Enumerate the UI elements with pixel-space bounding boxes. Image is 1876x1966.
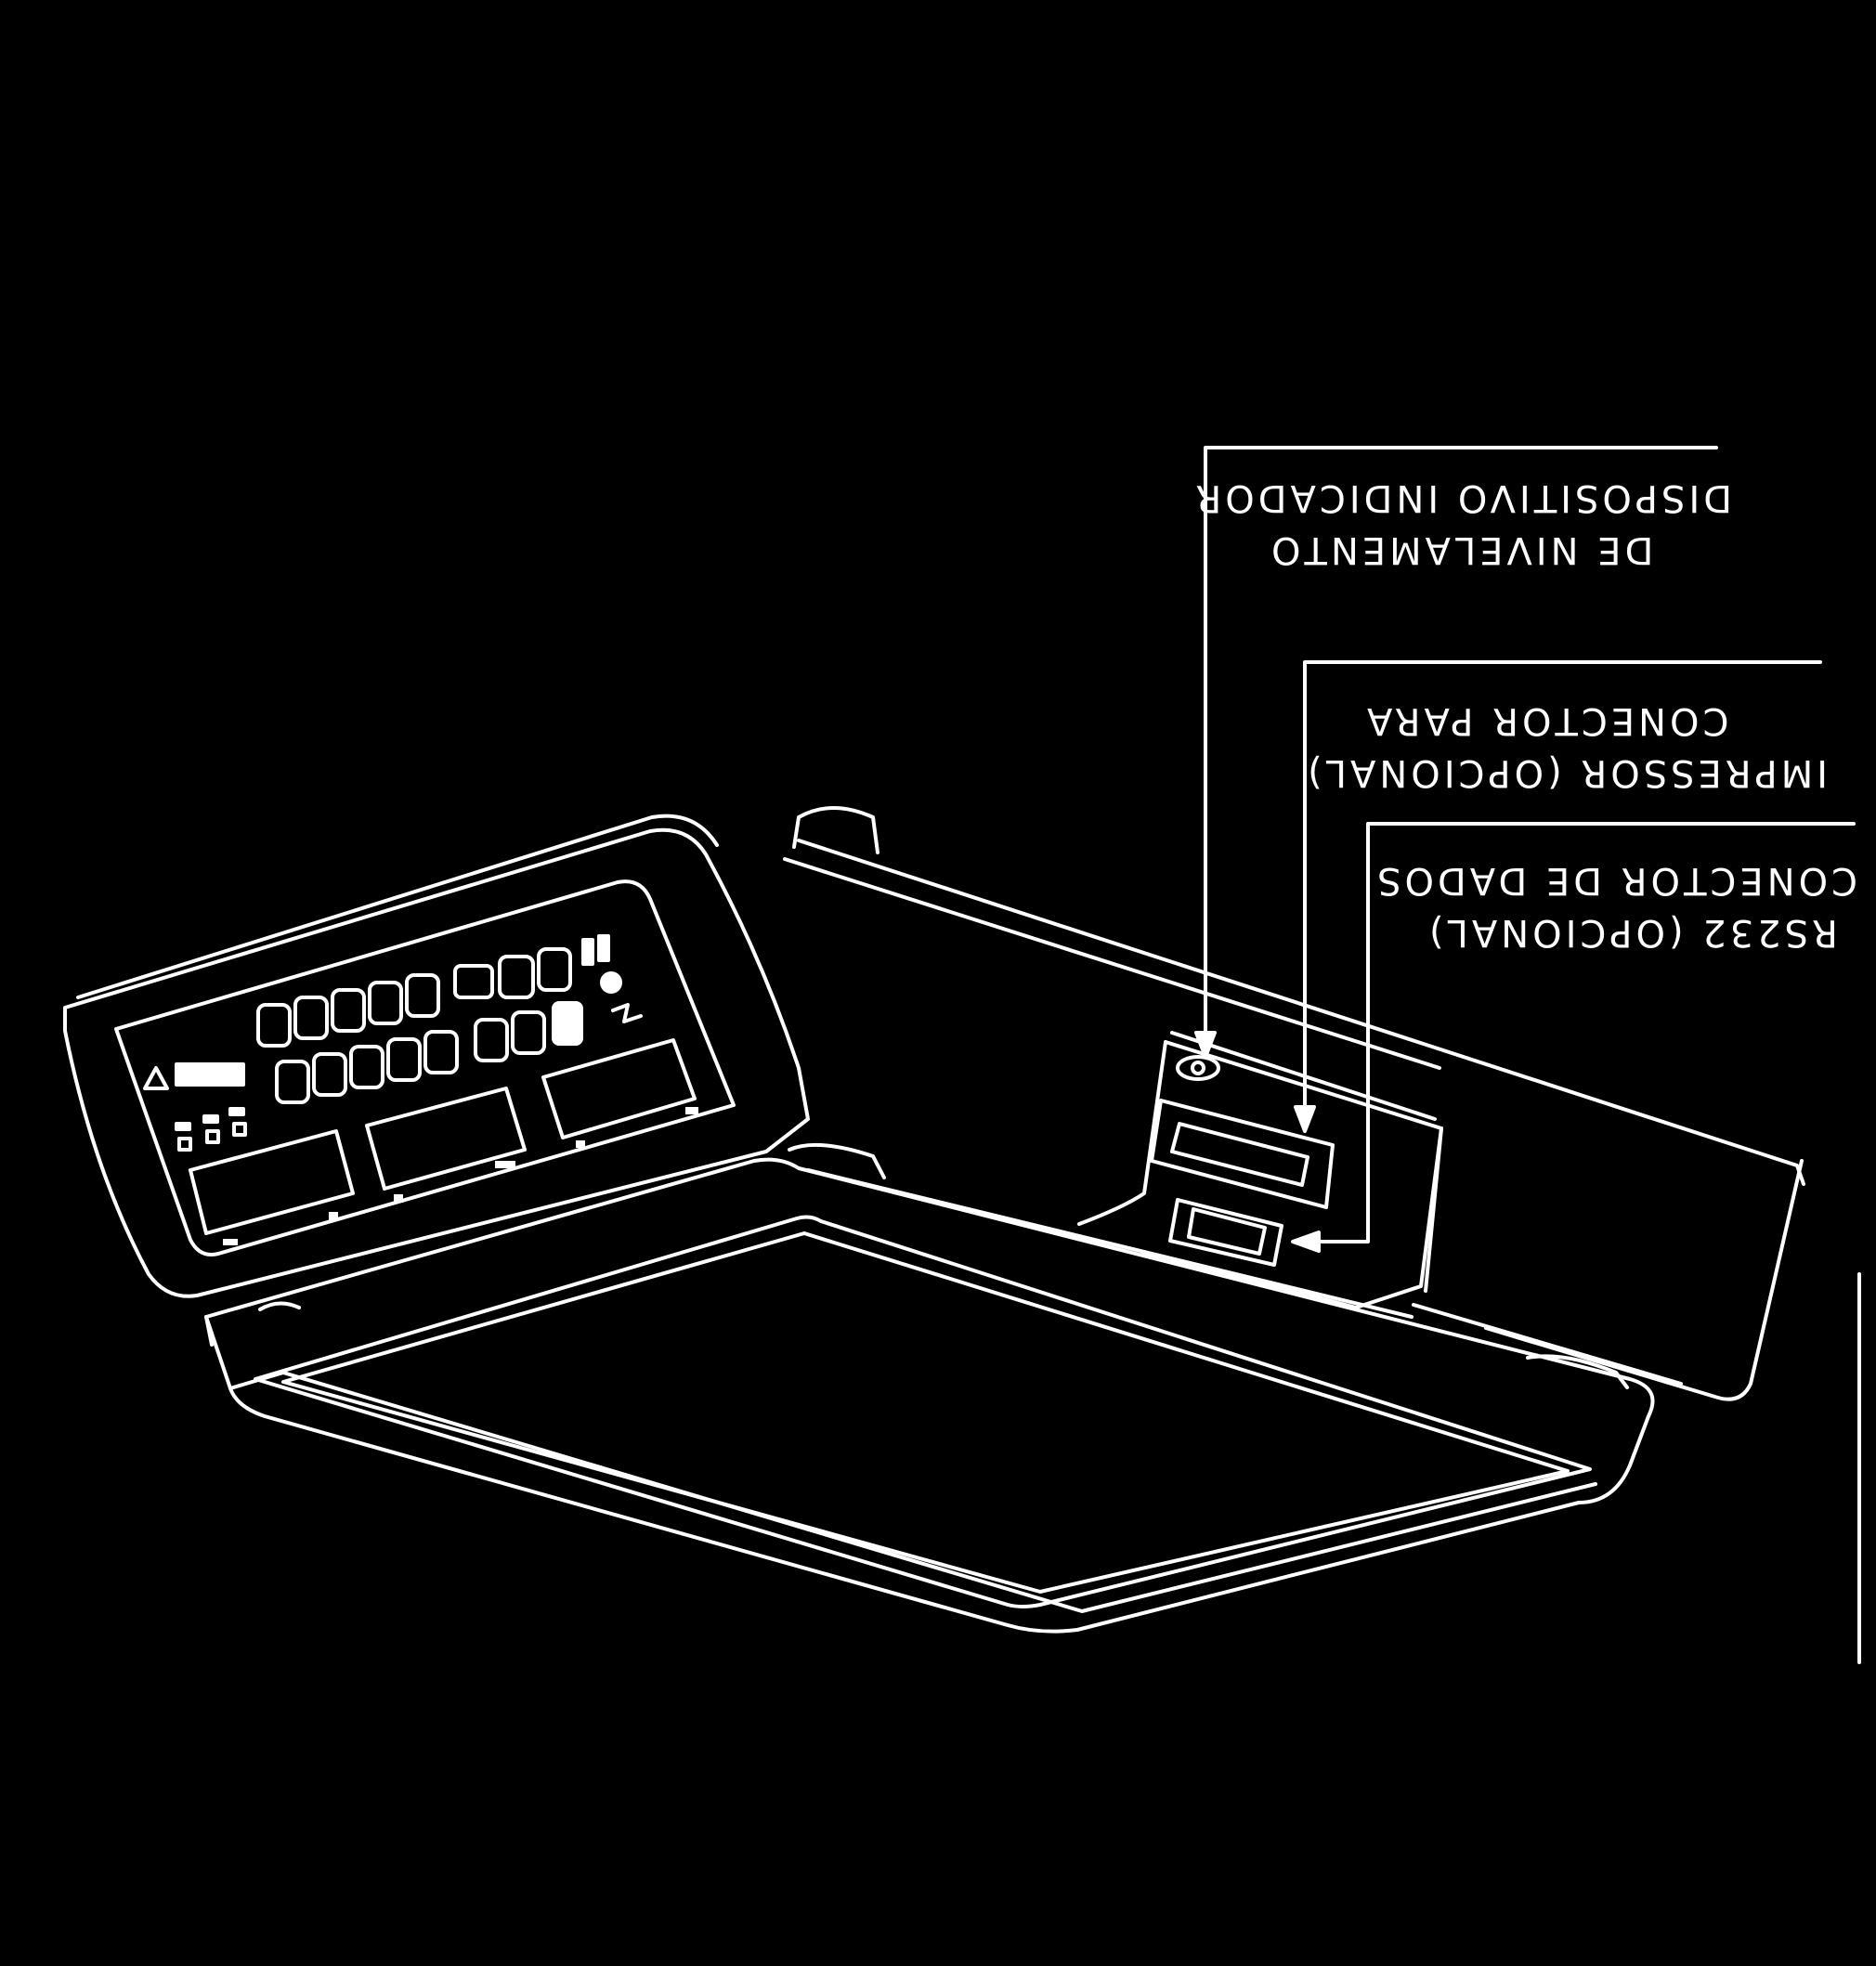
top-knob — [792, 806, 879, 854]
body-inner-edge — [783, 857, 1441, 1070]
side-indicators — [581, 934, 643, 1023]
keypad-top-row — [256, 947, 572, 1048]
head-outline — [63, 827, 810, 1298]
connector-cutout — [1077, 1040, 1167, 1226]
platter-tray-inner — [281, 1231, 1570, 1594]
callout-leveling-indicator: DE NIVELAMENTO DISPOSITIVO INDICADOR — [1192, 472, 1732, 576]
arrow-printer — [1294, 1105, 1316, 1133]
foot-left — [258, 1301, 301, 1311]
printer-port — [1150, 1099, 1335, 1209]
keypad-bottom-row — [275, 1001, 583, 1104]
leader-line-data — [1298, 822, 1856, 1243]
platter-corner-left — [204, 1315, 214, 1347]
status-lights — [175, 1107, 247, 1152]
arrow-data — [1291, 1230, 1321, 1253]
display-unit — [63, 806, 879, 1298]
display-window-price — [365, 1087, 527, 1191]
body-right-face — [1484, 1159, 1804, 1401]
foot-right-back — [788, 1142, 886, 1179]
printer-port-inner — [1170, 1122, 1309, 1187]
body-far-foot — [1526, 1354, 1629, 1389]
leader-lines — [1204, 446, 1861, 1664]
callout-data-connector: RS232 (OPCIONAL) CONECTOR DE DADOS — [1374, 854, 1857, 958]
platter-tray — [254, 1215, 1592, 1608]
rs232-port — [1168, 1198, 1283, 1267]
display-window-weight — [189, 1129, 355, 1235]
callout-printer-connector: IMPRESSOR (OPCIONAL) CONECTOR PARA — [1304, 695, 1828, 799]
connector-panel — [1077, 1031, 1443, 1309]
leveling-bubble-indicator — [1176, 1055, 1220, 1081]
platter-outer — [204, 1157, 1655, 1634]
display-labels — [223, 1107, 698, 1245]
body-lower-edge — [1412, 1303, 1683, 1386]
head-panel — [114, 879, 736, 1256]
display-window-total — [541, 1038, 697, 1139]
callout-printer-line-2: CONECTOR PARA — [1363, 699, 1729, 742]
leader-line-leveling — [1204, 446, 1718, 1049]
scale-body — [783, 839, 1805, 1401]
display-windows — [189, 1038, 697, 1235]
rs232-port-inner — [1187, 1207, 1267, 1256]
weighing-platter — [204, 1142, 1655, 1634]
head-top-lip — [76, 814, 719, 999]
brand-logo — [143, 1062, 245, 1090]
callout-printer-line-1: IMPRESSOR (OPCIONAL) — [1304, 751, 1828, 794]
connector-box-top — [1170, 1031, 1437, 1121]
callout-data-line-2: CONECTOR DE DADOS — [1374, 859, 1857, 902]
callout-data-line-1: RS232 (OPCIONAL) — [1426, 911, 1838, 954]
leader-line-printer — [1303, 660, 1822, 1126]
body-top-edge — [797, 839, 1805, 1186]
connector-box-side — [1424, 1126, 1443, 1293]
callout-leveling-line-2: DISPOSITIVO INDICADOR — [1192, 476, 1732, 519]
connector-box — [1140, 1040, 1443, 1309]
callout-leveling-line-1: DE NIVELAMENTO — [1268, 528, 1654, 571]
